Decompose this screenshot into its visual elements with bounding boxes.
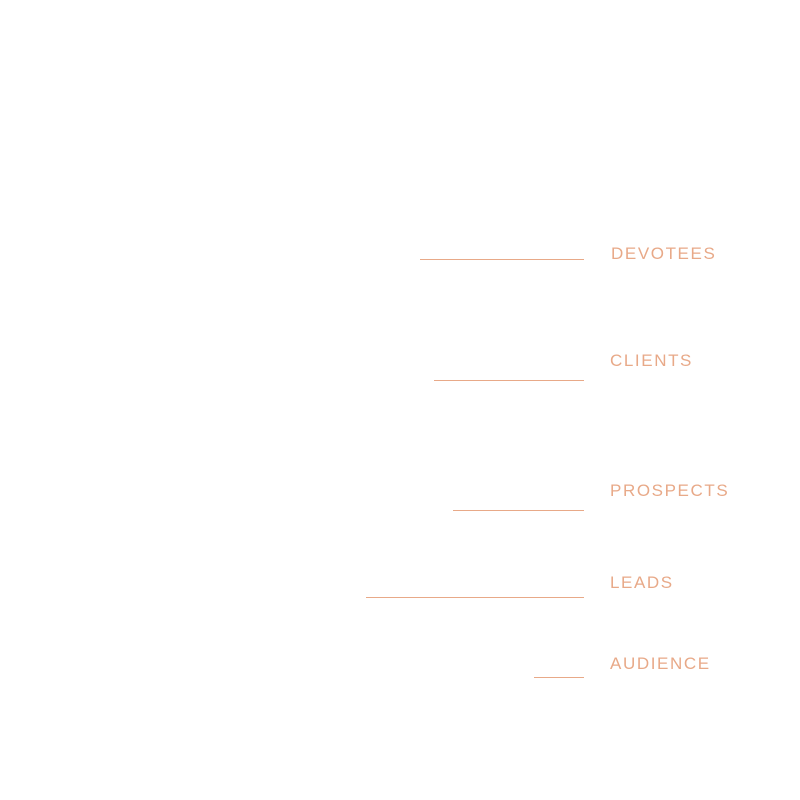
- prospects-line: [453, 510, 584, 511]
- leads-line: [366, 597, 584, 598]
- devotees-label: DEVOTEES: [611, 244, 717, 263]
- prospects-label: PROSPECTS: [610, 481, 730, 500]
- clients-label: CLIENTS: [610, 351, 693, 370]
- leads-label: LEADS: [610, 573, 674, 592]
- audience-line: [534, 677, 584, 678]
- clients-line: [434, 380, 584, 381]
- devotees-line: [420, 259, 584, 260]
- audience-label: AUDIENCE: [610, 654, 711, 673]
